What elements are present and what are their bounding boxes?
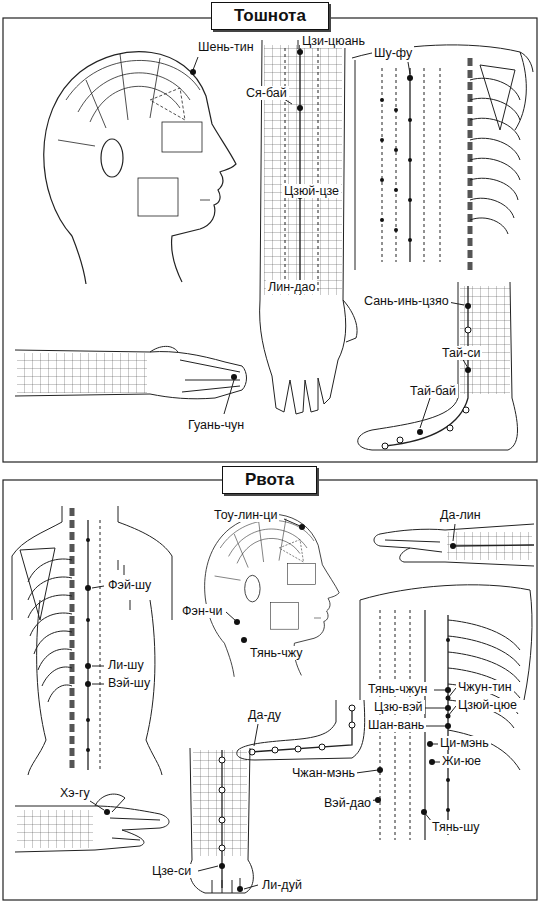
- point-label: Чжан-мэнь: [290, 766, 357, 780]
- point-label: Цзюй-цюе: [456, 698, 519, 712]
- point-label: Ци-мэнь: [438, 736, 491, 750]
- point-label: Лин-дао: [266, 280, 317, 294]
- point-label: Цзи-цюань: [300, 34, 367, 48]
- point-label: Шу-фу: [372, 46, 414, 60]
- point-label: Фэй-шу: [106, 578, 153, 592]
- point-label: Тай-бай: [408, 384, 458, 398]
- point-label: Цзю-вэй: [372, 700, 425, 714]
- point-label: Сань-инь-цзяо: [362, 294, 451, 308]
- point-label: Гуань-чун: [186, 418, 246, 432]
- heading-text: Тошнота: [234, 6, 306, 26]
- point-label: Цзюй-цзе: [282, 184, 341, 198]
- point-label: Ли-дуй: [260, 878, 304, 892]
- panel-heading: Тошнота: [211, 2, 329, 30]
- point-label: Цзе-си: [150, 864, 193, 878]
- point-label: Чжун-тин: [456, 680, 514, 694]
- point-label: Тоу-лин-ци: [212, 508, 279, 522]
- point-label: Тянь-чжун: [366, 682, 429, 696]
- point-label: Тай-си: [440, 346, 482, 360]
- point-label: Шень-тин: [196, 40, 256, 54]
- point-label: Жи-юе: [440, 754, 483, 768]
- point-label: Да-лин: [438, 508, 483, 522]
- point-label: Фэн-чи: [180, 604, 224, 618]
- point-label: Да-ду: [246, 708, 283, 722]
- point-label: Хэ-гу: [58, 786, 92, 800]
- point-label: Шан-вань: [366, 718, 426, 732]
- point-label: Тянь-шу: [430, 820, 482, 834]
- heading-text: Рвота: [245, 470, 294, 490]
- point-label: Вэй-дао: [322, 796, 373, 810]
- point-label: Тянь-чжу: [248, 646, 305, 660]
- panel-heading: Рвота: [222, 466, 317, 494]
- point-label: Ся-бай: [244, 86, 289, 100]
- point-label: Ли-шу: [106, 658, 146, 672]
- point-label: Вэй-шу: [106, 676, 152, 690]
